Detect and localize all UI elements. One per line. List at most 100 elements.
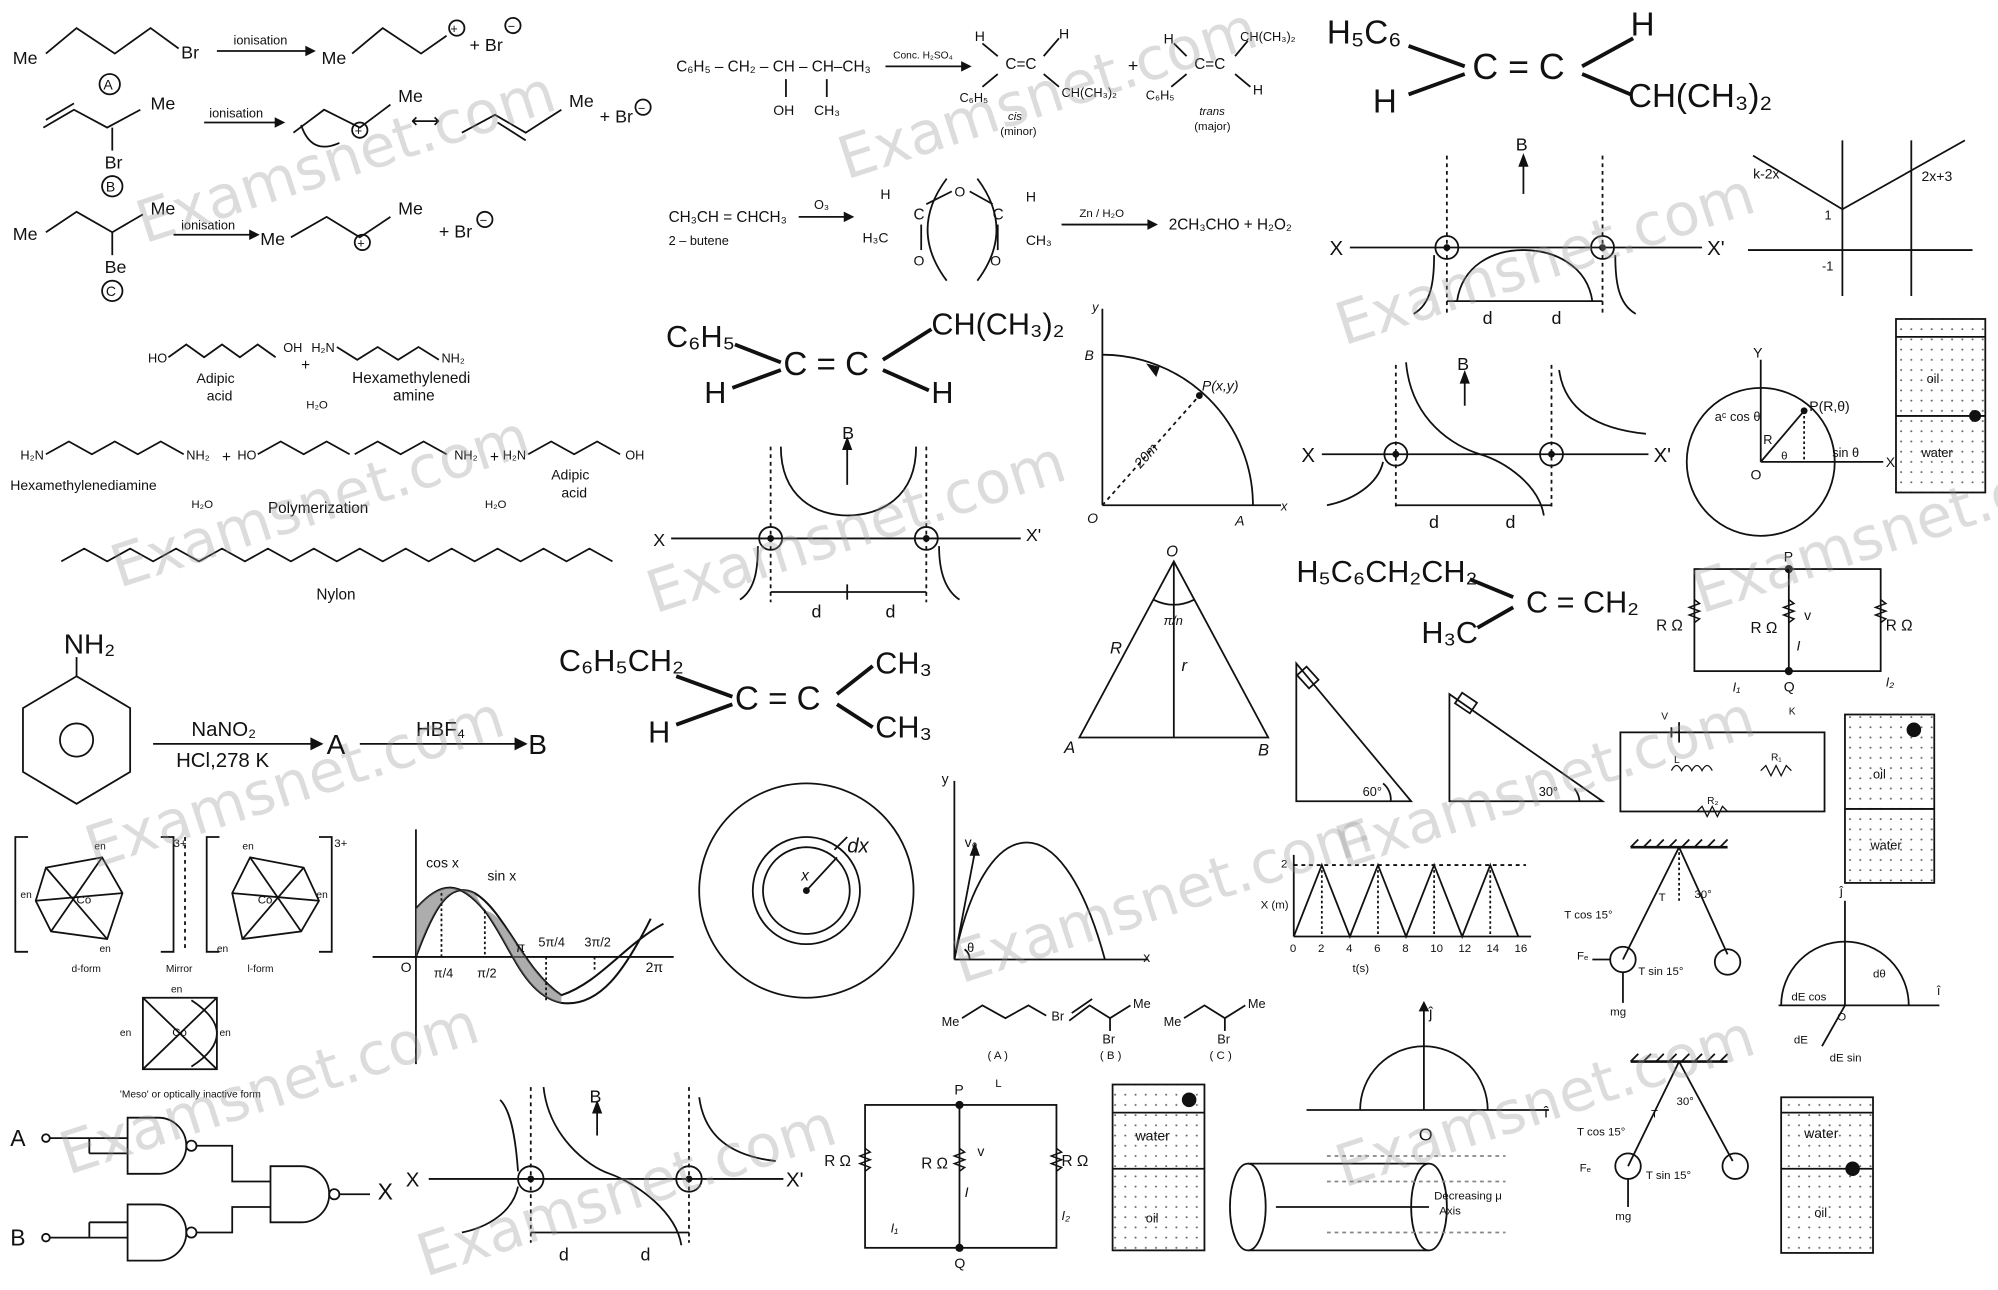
svg-text:X: X <box>1329 238 1343 260</box>
ionisation-scheme: Me Br ionisation Me + + Br − A Me Br B i… <box>13 16 652 303</box>
svg-text:H: H <box>704 376 726 410</box>
svg-text:60°: 60° <box>1363 784 1382 799</box>
svg-text:en: en <box>100 944 111 955</box>
svg-text:en: en <box>316 890 327 901</box>
svg-text:π/2: π/2 <box>477 965 496 980</box>
svg-text:x: x <box>1280 498 1288 513</box>
svg-text:R Ω: R Ω <box>1886 617 1913 634</box>
svg-text:−: − <box>508 19 515 34</box>
svg-text:B: B <box>1516 135 1528 155</box>
svg-text:ĵ: ĵ <box>1428 1005 1434 1022</box>
svg-text:T cos 15°: T cos 15° <box>1577 1127 1625 1139</box>
svg-text:H: H <box>1373 83 1397 120</box>
svg-text:R₂: R₂ <box>1707 796 1718 807</box>
svg-text:CH(CH₃)₂: CH(CH₃)₂ <box>1628 78 1772 115</box>
svg-text:x: x <box>800 867 810 884</box>
svg-text:+: + <box>450 21 457 36</box>
svg-text:H₂N: H₂N <box>503 447 526 462</box>
svg-text:C=C: C=C <box>1194 56 1225 73</box>
svg-text:30°: 30° <box>1539 784 1558 799</box>
ozonolysis-reaction: CH₃CH = CHCH₃ 2 – butene O₃ C C H H₃C H … <box>669 178 1292 282</box>
annular-ring-dx: dx x <box>698 782 915 999</box>
svg-text:Y: Y <box>1753 344 1763 360</box>
aniline-reaction: NH₂ NaNO₂ HCl,278 K A HBF₄ B <box>22 628 547 805</box>
svg-text:π/4: π/4 <box>434 965 453 980</box>
svg-text:mg: mg <box>1610 1007 1626 1019</box>
pendulum-2: T 30° T cos 15° T sin 15° Fₑ mg <box>1577 1053 1749 1223</box>
svg-text:Adipic: Adipic <box>196 370 234 386</box>
svg-text:B: B <box>528 729 547 760</box>
svg-text:H₂N: H₂N <box>20 447 43 462</box>
svg-text:A: A <box>10 1125 26 1151</box>
svg-text:Me: Me <box>1133 996 1151 1011</box>
svg-text:d: d <box>811 602 821 622</box>
svg-text:Me: Me <box>13 224 38 244</box>
svg-text:Be: Be <box>105 257 127 277</box>
alkene-structure-2: C₆H₅ H C = C CH(CH₃)₂ H <box>666 307 1065 410</box>
svg-text:oil: oil <box>1146 1210 1159 1225</box>
svg-text:H: H <box>880 186 890 202</box>
svg-text:v: v <box>1804 607 1811 623</box>
svg-text:T: T <box>1659 892 1666 904</box>
svg-text:H: H <box>648 716 670 750</box>
svg-text:C = C: C = C <box>735 680 821 717</box>
svg-text:HBF₄: HBF₄ <box>416 719 465 741</box>
bromo-structures: Me Br ( A ) Me Br ( B ) Me Me Br ( C ) <box>942 996 1266 1062</box>
svg-text:d: d <box>885 602 895 622</box>
svg-text:I₁: I₁ <box>1733 680 1741 695</box>
svg-text:O: O <box>990 252 1001 268</box>
svg-text:CH(CH₃)₂: CH(CH₃)₂ <box>1240 29 1296 44</box>
incline-diagrams: 60° 30° <box>1295 661 1606 803</box>
svg-text:Br: Br <box>181 43 199 63</box>
svg-text:5π/4: 5π/4 <box>538 935 565 950</box>
svg-text:2: 2 <box>1281 859 1287 871</box>
svg-text:CH₃: CH₃ <box>875 710 932 744</box>
svg-text:C = C: C = C <box>783 346 869 383</box>
svg-text:P: P <box>1784 548 1793 564</box>
svg-text:NH₂: NH₂ <box>64 628 115 659</box>
svg-text:NaNO₂: NaNO₂ <box>191 719 256 741</box>
svg-text:I₂: I₂ <box>1886 674 1895 689</box>
svg-text:30°: 30° <box>1694 889 1711 901</box>
svg-text:Nylon: Nylon <box>316 587 355 604</box>
svg-text:I: I <box>1796 638 1800 654</box>
svg-text:H: H <box>931 376 953 410</box>
svg-text:d: d <box>1506 512 1516 532</box>
svg-text:OH: OH <box>283 340 302 355</box>
svg-text:A: A <box>327 729 346 760</box>
svg-text:O: O <box>1166 543 1178 560</box>
time-tick-label: 4 <box>1346 943 1353 955</box>
time-tick-label: 6 <box>1374 943 1380 955</box>
cobalt-en-isomers: 3+ Co en en en d-form Mirror 3+ Co en en… <box>14 836 348 1100</box>
svg-text:v: v <box>977 1143 984 1159</box>
svg-text:ionisation: ionisation <box>181 218 235 233</box>
svg-text:P: P <box>954 1082 963 1098</box>
svg-text:R Ω: R Ω <box>921 1156 948 1173</box>
svg-text:water: water <box>1803 1125 1839 1141</box>
svg-text:R Ω: R Ω <box>824 1153 851 1170</box>
svg-text:d-form: d-form <box>71 964 100 975</box>
svg-text:20m: 20m <box>1130 440 1161 472</box>
svg-text:y: y <box>942 770 949 786</box>
svg-text:O: O <box>1419 1125 1433 1145</box>
svg-text:trans: trans <box>1199 106 1225 118</box>
svg-text:3+: 3+ <box>334 838 347 850</box>
svg-text:î: î <box>1936 983 1941 998</box>
svg-text:HO: HO <box>148 350 167 365</box>
svg-text:I: I <box>965 1184 969 1200</box>
svg-text:A: A <box>1063 738 1075 757</box>
svg-text:B: B <box>10 1224 25 1250</box>
svg-text:C = CH₂: C = CH₂ <box>1526 585 1639 619</box>
svg-text:C: C <box>106 283 116 299</box>
svg-text:-1: -1 <box>1822 258 1833 273</box>
svg-text:CH₃CH = CHCH₃: CH₃CH = CHCH₃ <box>669 209 787 226</box>
svg-text:amine: amine <box>393 388 435 405</box>
svg-text:'Meso' or optically inactive f: 'Meso' or optically inactive form <box>120 1089 261 1100</box>
time-tick-label: 8 <box>1402 943 1408 955</box>
svg-text:y: y <box>1091 299 1100 314</box>
svg-text:C₆H₅: C₆H₅ <box>959 90 988 105</box>
nylon-polymerization: HO OH Adipic acid + H₂N NH₂ Hexamethylen… <box>10 340 644 604</box>
svg-text:θ: θ <box>967 940 974 955</box>
